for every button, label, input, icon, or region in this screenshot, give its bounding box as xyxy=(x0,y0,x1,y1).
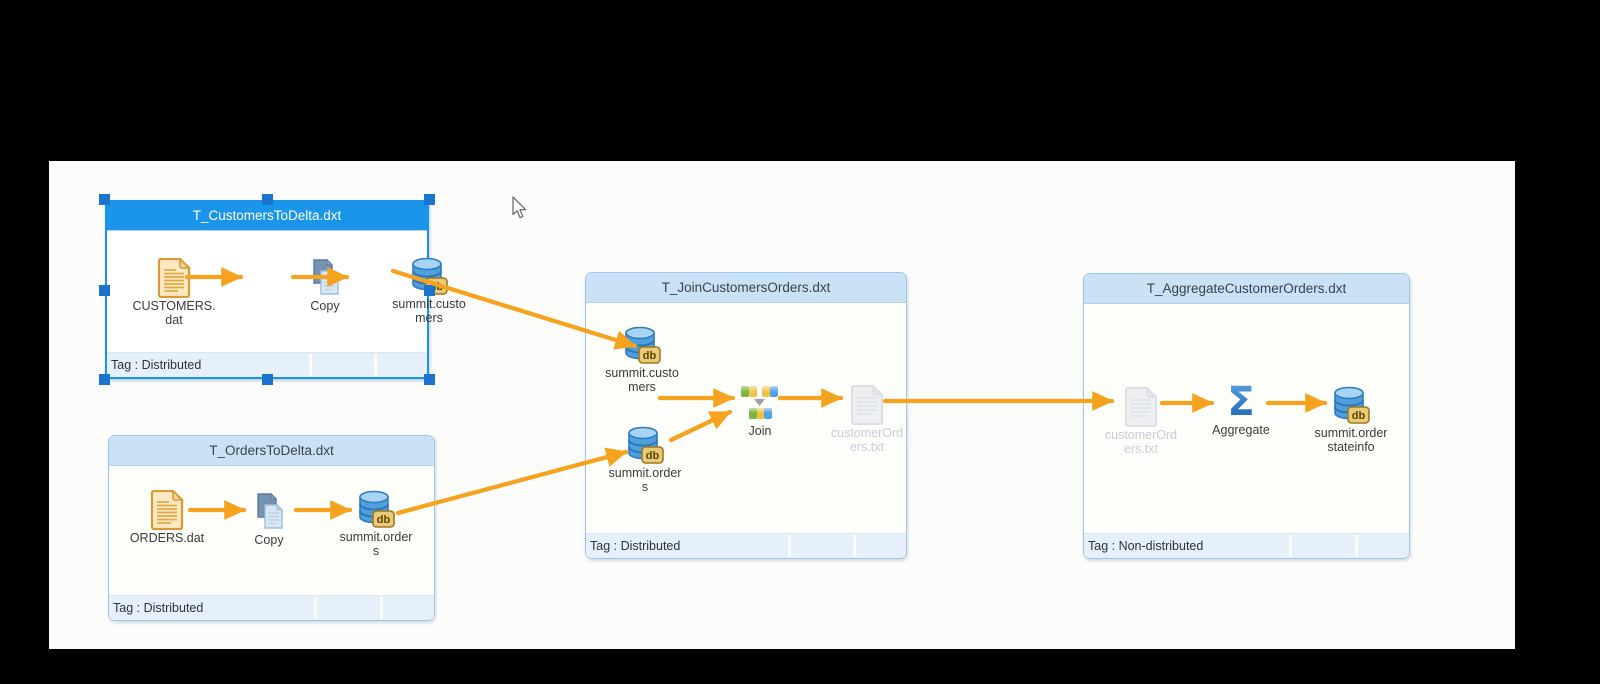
svg-text:Σ: Σ xyxy=(1227,381,1254,423)
copy-icon xyxy=(221,491,317,533)
box-footer: Tag : Distributed xyxy=(109,595,434,620)
resize-handle[interactable] xyxy=(424,194,435,205)
file-icon xyxy=(126,257,222,299)
sigma-icon: Σ xyxy=(1193,381,1289,423)
node-customers-dat[interactable]: CUSTOMERS. dat xyxy=(126,257,222,328)
box-title[interactable]: T_CustomersToDelta.dxt xyxy=(107,202,427,231)
node-label: Join xyxy=(748,424,772,438)
footer-divider xyxy=(787,535,791,557)
db-icon: db xyxy=(1303,384,1399,426)
footer-divider xyxy=(380,597,384,619)
node-label: CUSTOMERS. dat xyxy=(132,299,216,328)
node-aggregate[interactable]: Σ Aggregate xyxy=(1193,381,1289,437)
footer-divider xyxy=(308,354,312,376)
footer-divider xyxy=(1355,535,1359,557)
node-summit-orders[interactable]: db summit.order s xyxy=(328,488,424,559)
node-label: summit.custo mers xyxy=(392,297,466,326)
file-icon xyxy=(119,489,215,531)
node-copy[interactable]: Copy xyxy=(277,257,373,313)
copy-icon xyxy=(277,257,373,299)
diagram-canvas[interactable]: T_CustomersToDelta.dxt CUSTOMERS. dat Co… xyxy=(49,161,1515,649)
mouse-cursor xyxy=(512,196,527,219)
node-label: Aggregate xyxy=(1212,423,1270,437)
box-footer: Tag : Distributed xyxy=(107,352,427,377)
node-summit-orders[interactable]: db summit.order s xyxy=(597,424,693,495)
svg-text:db: db xyxy=(1352,410,1366,422)
node-customerorders-txt[interactable]: customerOrd ers.txt xyxy=(1093,386,1189,457)
footer-divider xyxy=(313,597,317,619)
node-label: summit.custo mers xyxy=(605,366,679,395)
node-label: Copy xyxy=(310,299,340,313)
resize-handle[interactable] xyxy=(99,194,110,205)
footer-divider xyxy=(374,354,378,376)
box-footer: Tag : Distributed xyxy=(586,533,906,558)
transform-box-join-customers-orders[interactable]: T_JoinCustomersOrders.dxt db summit.cust… xyxy=(585,272,907,559)
node-label: Copy xyxy=(254,533,284,547)
node-summit-orderstateinfo[interactable]: db summit.order stateinfo xyxy=(1303,384,1399,455)
resize-handle[interactable] xyxy=(424,374,435,385)
box-title[interactable]: T_AggregateCustomerOrders.dxt xyxy=(1084,274,1409,304)
tag-label: Tag : Distributed xyxy=(111,358,202,372)
transform-box-aggregate-customer-orders[interactable]: T_AggregateCustomerOrders.dxt customerOr… xyxy=(1083,273,1410,559)
resize-handle[interactable] xyxy=(99,374,110,385)
transform-box-customers-to-delta[interactable]: T_CustomersToDelta.dxt CUSTOMERS. dat Co… xyxy=(99,194,466,385)
resize-handle[interactable] xyxy=(424,284,435,296)
node-label: summit.order s xyxy=(339,530,413,559)
svg-text:db: db xyxy=(643,350,657,362)
node-label: summit.order stateinfo xyxy=(1314,426,1388,455)
ghost-file-icon xyxy=(819,384,915,426)
node-label: customerOrd ers.txt xyxy=(1104,428,1178,457)
tag-label: Tag : Distributed xyxy=(113,601,204,615)
resize-handle[interactable] xyxy=(262,194,273,205)
tag-label: Tag : Non-distributed xyxy=(1088,539,1204,553)
node-label: customerOrd ers.txt xyxy=(830,426,904,455)
node-label: ORDERS.dat xyxy=(129,531,205,545)
node-copy[interactable]: Copy xyxy=(221,491,317,547)
join-icon xyxy=(712,382,808,424)
transform-box-orders-to-delta[interactable]: T_OrdersToDelta.dxt ORDERS.dat Copy xyxy=(108,435,435,621)
node-customerorders-txt[interactable]: customerOrd ers.txt xyxy=(819,384,915,455)
db-icon: db xyxy=(328,488,424,530)
svg-text:db: db xyxy=(377,514,391,526)
db-icon: db xyxy=(597,424,693,466)
tag-label: Tag : Distributed xyxy=(590,539,681,553)
resize-handle[interactable] xyxy=(99,284,110,296)
box-footer: Tag : Non-distributed xyxy=(1084,533,1409,558)
svg-text:db: db xyxy=(646,450,660,462)
node-orders-dat[interactable]: ORDERS.dat xyxy=(119,489,215,545)
node-join[interactable]: Join xyxy=(712,382,808,438)
node-summit-customers[interactable]: db summit.custo mers xyxy=(594,324,690,395)
db-icon: db xyxy=(594,324,690,366)
node-label: summit.order s xyxy=(608,466,682,495)
resize-handle[interactable] xyxy=(262,374,273,385)
footer-divider xyxy=(1288,535,1292,557)
footer-divider xyxy=(853,535,857,557)
box-title[interactable]: T_OrdersToDelta.dxt xyxy=(109,436,434,466)
box-title[interactable]: T_JoinCustomersOrders.dxt xyxy=(586,273,906,303)
ghost-file-icon xyxy=(1093,386,1189,428)
